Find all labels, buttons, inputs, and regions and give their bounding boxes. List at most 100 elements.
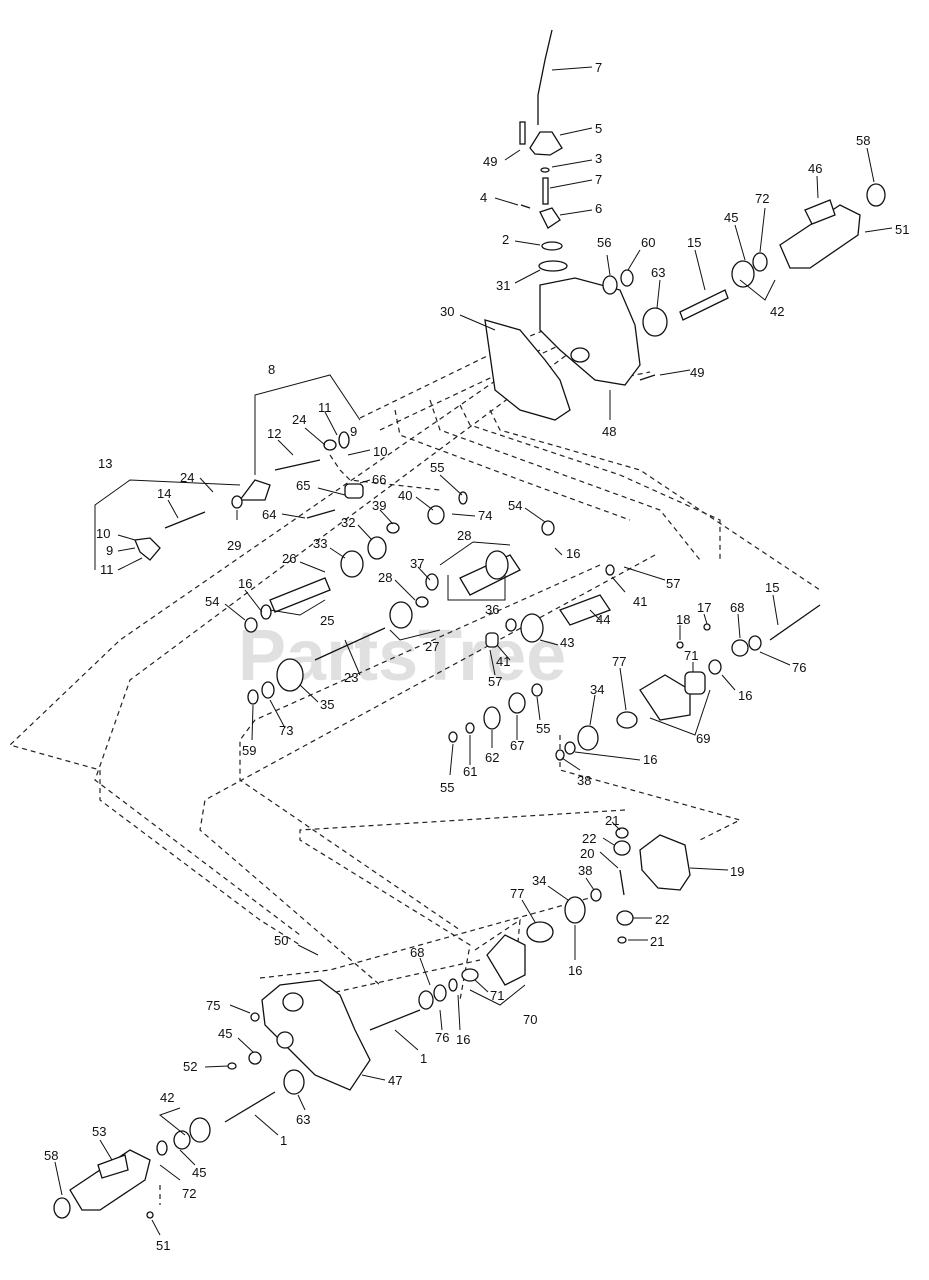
callout-56: 56 xyxy=(597,235,611,276)
svg-text:50: 50 xyxy=(274,933,288,948)
svg-text:31: 31 xyxy=(496,278,510,293)
svg-text:76: 76 xyxy=(792,660,806,675)
callout-labels: 7 5 49 3 7 4 6 2 31 56 60 15 45 72 46 58… xyxy=(44,60,909,1253)
svg-text:7: 7 xyxy=(595,172,602,187)
callout-11b: 11 xyxy=(100,557,143,577)
callout-15: 15 xyxy=(687,235,706,291)
callout-24b: 24 xyxy=(180,470,214,493)
svg-text:68: 68 xyxy=(410,945,424,960)
svg-text:74: 74 xyxy=(478,508,492,523)
callout-22: 22 xyxy=(582,831,615,846)
svg-text:7: 7 xyxy=(595,60,602,75)
callout-31: 31 xyxy=(496,269,541,293)
svg-text:69: 69 xyxy=(696,731,710,746)
callout-2: 2 xyxy=(502,232,541,247)
svg-text:9: 9 xyxy=(106,543,113,558)
callout-23: 23 xyxy=(344,639,361,685)
callout-37: 37 xyxy=(410,556,431,581)
svg-text:30: 30 xyxy=(440,304,454,319)
callout-47: 47 xyxy=(361,1073,402,1088)
svg-text:33: 33 xyxy=(313,536,327,551)
callout-57b: 57 xyxy=(488,649,502,689)
svg-text:17: 17 xyxy=(697,600,711,615)
svg-text:71: 71 xyxy=(490,988,504,1003)
callout-36: 36 xyxy=(447,575,506,617)
callout-42b: 42 xyxy=(158,1090,186,1136)
svg-text:62: 62 xyxy=(485,750,499,765)
callout-25: 25 xyxy=(269,599,334,628)
svg-text:38: 38 xyxy=(578,863,592,878)
callout-51b: 51 xyxy=(151,1219,170,1253)
callout-30: 30 xyxy=(440,304,496,331)
svg-text:55: 55 xyxy=(536,721,550,736)
svg-text:16: 16 xyxy=(738,688,752,703)
callout-29: 29 xyxy=(227,510,241,553)
callout-20: 20 xyxy=(580,846,619,869)
svg-text:41: 41 xyxy=(496,654,510,669)
svg-text:58: 58 xyxy=(856,133,870,148)
callout-55: 55 xyxy=(430,460,463,496)
callout-59: 59 xyxy=(242,704,256,758)
callout-40: 40 xyxy=(398,488,434,511)
callout-52: 52 xyxy=(183,1059,229,1074)
svg-text:22: 22 xyxy=(582,831,596,846)
svg-text:11: 11 xyxy=(318,400,332,415)
callout-41b: 41 xyxy=(496,644,510,669)
svg-text:14: 14 xyxy=(157,486,171,501)
svg-text:54: 54 xyxy=(205,594,219,609)
callout-16: 16 xyxy=(554,546,580,561)
callout-27: 27 xyxy=(389,629,441,654)
svg-text:49: 49 xyxy=(690,365,704,380)
lower-transaxle-case xyxy=(53,979,371,1219)
callout-38: 38 xyxy=(561,757,591,788)
callout-18: 18 xyxy=(676,612,690,640)
callout-35: 35 xyxy=(299,684,334,712)
callout-63: 63 xyxy=(651,265,665,309)
callout-72b: 72 xyxy=(159,1164,196,1201)
svg-text:51: 51 xyxy=(895,222,909,237)
svg-text:38: 38 xyxy=(577,773,591,788)
callout-72: 72 xyxy=(755,191,769,253)
callout-38b: 38 xyxy=(578,863,595,891)
callout-16e: 16 xyxy=(568,925,582,978)
callout-26: 26 xyxy=(282,551,326,573)
svg-text:24: 24 xyxy=(292,412,306,427)
middle-gear-train xyxy=(134,431,821,761)
callout-53: 53 xyxy=(92,1124,113,1161)
callout-3: 3 xyxy=(551,151,602,168)
svg-text:72: 72 xyxy=(182,1186,196,1201)
shift-lever-assembly xyxy=(519,29,568,272)
callout-6: 6 xyxy=(559,201,602,216)
svg-text:9: 9 xyxy=(350,424,357,439)
svg-text:2: 2 xyxy=(502,232,509,247)
svg-text:46: 46 xyxy=(808,161,822,176)
callout-39: 39 xyxy=(372,498,394,525)
callout-76b: 76 xyxy=(435,1009,449,1045)
svg-text:57: 57 xyxy=(488,674,502,689)
svg-text:63: 63 xyxy=(296,1112,310,1127)
svg-text:54: 54 xyxy=(508,498,522,513)
svg-text:66: 66 xyxy=(372,472,386,487)
svg-text:28: 28 xyxy=(378,570,392,585)
callout-9: 9 xyxy=(350,424,357,439)
callout-76: 76 xyxy=(759,651,806,675)
svg-text:21: 21 xyxy=(605,813,619,828)
svg-text:70: 70 xyxy=(523,1012,537,1027)
svg-text:25: 25 xyxy=(320,613,334,628)
svg-text:15: 15 xyxy=(765,580,779,595)
callout-51: 51 xyxy=(864,222,909,237)
svg-text:26: 26 xyxy=(282,551,296,566)
svg-text:16: 16 xyxy=(643,752,657,767)
svg-text:44: 44 xyxy=(596,612,610,627)
svg-text:72: 72 xyxy=(755,191,769,206)
svg-text:5: 5 xyxy=(595,121,602,136)
svg-text:64: 64 xyxy=(262,507,276,522)
svg-text:57: 57 xyxy=(666,576,680,591)
callout-55b: 55 xyxy=(536,696,550,736)
callout-58b: 58 xyxy=(44,1148,63,1196)
callout-63b: 63 xyxy=(296,1094,310,1127)
svg-text:10: 10 xyxy=(96,526,110,541)
svg-text:63: 63 xyxy=(651,265,665,280)
callout-21: 21 xyxy=(605,813,621,831)
callout-16f: 16 xyxy=(456,994,470,1047)
